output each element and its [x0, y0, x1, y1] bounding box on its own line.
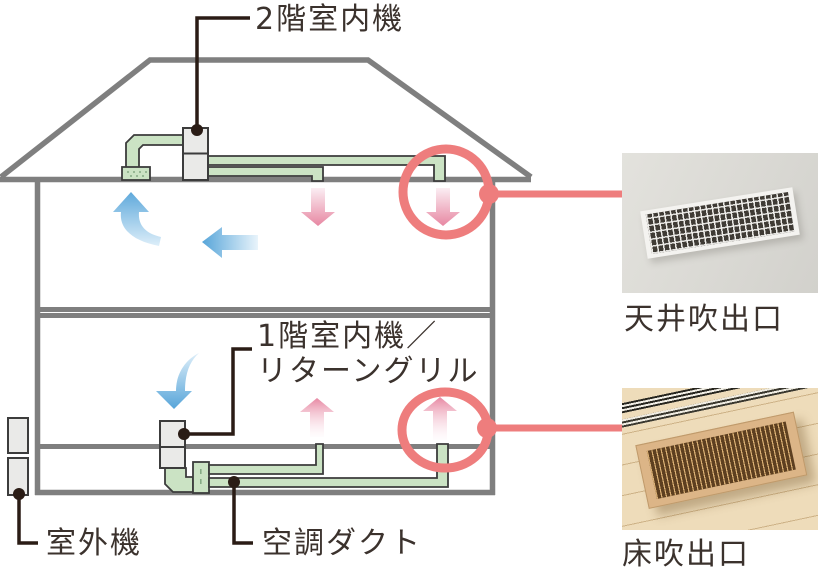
- house-structure: [0, 57, 533, 496]
- return-airflow-up-arrow: [113, 192, 161, 246]
- leader-dots: [13, 124, 240, 500]
- outdoor-unit-upper: [7, 417, 29, 454]
- ceiling-vent-grid: [645, 191, 795, 255]
- label-outdoor-unit: 室外機: [46, 526, 142, 561]
- ceiling-vent-grille: [640, 187, 800, 259]
- highlight-callouts: [397, 144, 626, 473]
- house-cross-section-svg: [0, 16, 626, 545]
- floor-supply-arrow-1: [300, 398, 334, 437]
- connector-dot-ceiling: [479, 184, 499, 204]
- duct-junction-box: [192, 461, 210, 494]
- floor-vent-grid: [646, 421, 796, 499]
- duct-texture: [127, 171, 202, 484]
- first-floor-indoor-unit: [159, 420, 186, 469]
- caption-floor-outlet: 床吹出口: [622, 537, 750, 570]
- leader-ac-duct: [232, 482, 253, 545]
- label-unit-1f: 1階室内機／ リターングリル: [257, 319, 480, 390]
- leader-lines: [17, 16, 253, 545]
- underfloor-duct-short: [208, 443, 324, 475]
- ceiling-supply-arrow-1: [301, 188, 335, 226]
- ceiling-outlet-photo: [622, 153, 818, 293]
- return-airflow-left-arrow: [202, 227, 258, 258]
- label-ac-duct: 空調ダクト: [262, 526, 422, 561]
- underfloor-elbow-duct: [164, 467, 194, 493]
- label-unit-2f: 2階室内機: [255, 2, 405, 37]
- leader-unit-2f: [195, 16, 250, 130]
- floor-supply-arrow-circled: [423, 397, 457, 440]
- wood-floor-background: [622, 388, 818, 530]
- airflow-arrows: [113, 188, 460, 440]
- floor-outlet-photo: [622, 388, 818, 530]
- leader-outdoor-unit: [17, 494, 38, 545]
- label-unit-1f-line2: リターングリル: [257, 353, 480, 389]
- roof-outline: [0, 57, 533, 180]
- leader-unit-1f: [184, 347, 252, 436]
- label-unit-1f-line1: 1階室内機／: [257, 319, 439, 354]
- attic-return-duct: [125, 134, 184, 169]
- connector-dot-floor: [477, 418, 497, 438]
- ceiling-supply-arrow-circled: [426, 188, 460, 226]
- attic-return-diffuser: [121, 166, 151, 181]
- floor-vent-grille: [635, 411, 808, 509]
- caption-ceiling-outlet: 天井吹出口: [624, 302, 784, 337]
- equipment-units: [7, 127, 209, 496]
- return-airflow-down-arrow: [156, 353, 199, 409]
